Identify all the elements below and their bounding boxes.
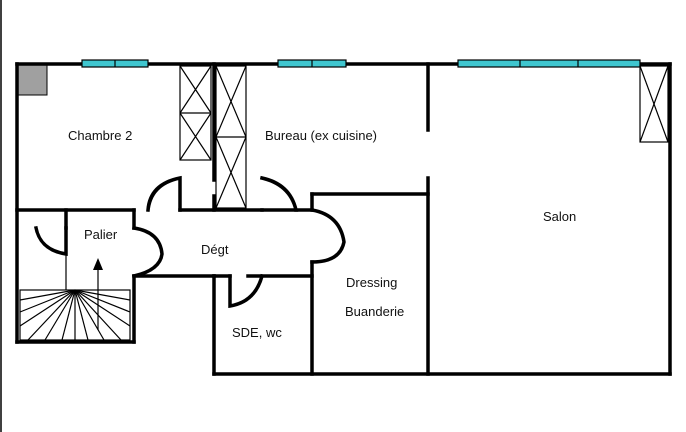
room-label-degt: Dégt (201, 242, 229, 257)
room-label-buanderie: Buanderie (345, 304, 404, 319)
room-label-palier: Palier (84, 227, 118, 242)
room-label-bureau: Bureau (ex cuisine) (265, 128, 377, 143)
closet-salon (639, 65, 669, 143)
closets (179, 65, 669, 209)
room-label-dressing: Dressing (346, 275, 397, 290)
arrow-up-icon (93, 258, 103, 330)
room-label-chambre: Chambre 2 (68, 128, 132, 143)
room-label-sde: SDE, wc (232, 325, 282, 340)
room-label-salon: Salon (543, 209, 576, 224)
chimney-block (16, 63, 48, 96)
window-salon (457, 59, 641, 68)
interior-walls (15, 62, 430, 376)
door-swings (33, 175, 346, 309)
staircase (19, 254, 131, 341)
windows (81, 59, 641, 68)
